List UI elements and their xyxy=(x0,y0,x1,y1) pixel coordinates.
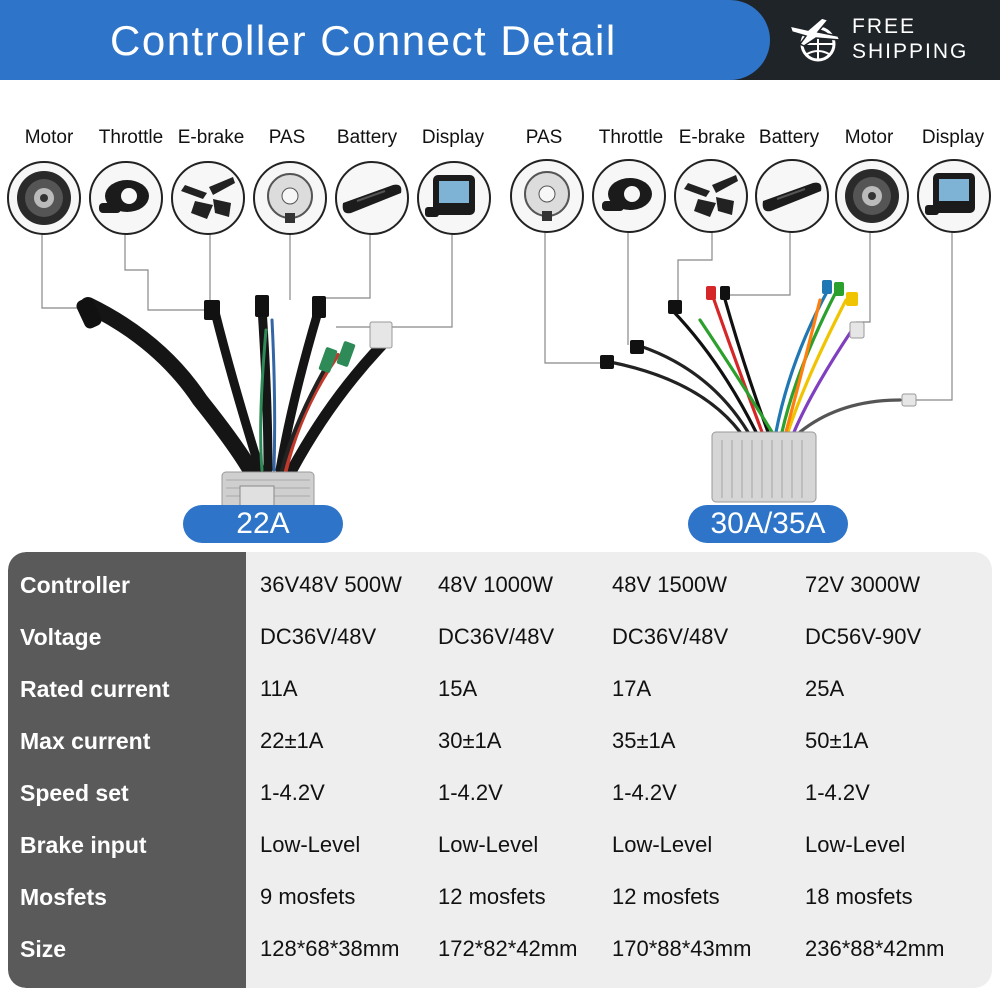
spec-cell: DC36V/48V xyxy=(612,624,729,649)
free-shipping-label: FREE SHIPPING xyxy=(852,14,992,64)
spec-cell: 1-4.2V xyxy=(612,780,677,805)
spec-cell: 30±1A xyxy=(438,728,502,753)
battery-image-right xyxy=(755,159,829,233)
ebrake-image xyxy=(171,161,245,235)
spec-cell: Low-Level xyxy=(260,832,361,857)
battery-icon xyxy=(762,182,822,212)
battery-icon xyxy=(342,184,402,214)
brake-lever-icon xyxy=(181,177,235,219)
spec-cell: 1-4.2V xyxy=(260,780,325,805)
spec-cell: Low-Level xyxy=(612,832,713,857)
badge-22a: 22A xyxy=(183,505,343,543)
motor-icon xyxy=(17,171,71,225)
spec-cell: 9 mosfets xyxy=(260,884,356,909)
label-ebrake-right: E-brake xyxy=(678,127,746,148)
spec-cell: 12 mosfets xyxy=(438,884,546,909)
label-battery: Battery xyxy=(336,127,398,148)
motor-image-right xyxy=(835,159,909,233)
pas-image-right xyxy=(510,159,584,233)
spec-row-label: Mosfets xyxy=(20,884,107,910)
label-motor-right: Motor xyxy=(844,127,894,148)
lcd-display-icon xyxy=(425,175,475,217)
header-title-banner xyxy=(0,0,770,80)
spec-row-label: Controller xyxy=(20,572,130,598)
spec-cell: 12 mosfets xyxy=(612,884,720,909)
spec-cell: 1-4.2V xyxy=(438,780,503,805)
motor-image xyxy=(7,161,81,235)
label-battery-right: Battery xyxy=(758,127,820,148)
spec-cell: DC56V-90V xyxy=(805,624,922,649)
spec-cell: 35±1A xyxy=(612,728,676,753)
spec-cell: DC36V/48V xyxy=(438,624,555,649)
spec-row-label: Brake input xyxy=(20,832,147,858)
label-display-right: Display xyxy=(921,127,985,148)
spec-cell: 128*68*38mm xyxy=(260,936,400,961)
spec-row-label: Rated current xyxy=(20,676,170,702)
spec-cell: 48V 1000W xyxy=(438,572,553,597)
label-motor: Motor xyxy=(24,127,74,148)
display-image-right xyxy=(917,159,991,233)
spec-row-label: Voltage xyxy=(20,624,102,650)
label-ebrake: E-brake xyxy=(177,127,245,148)
spec-row-label: Speed set xyxy=(20,780,129,806)
spec-row-label: Max current xyxy=(20,728,151,754)
spec-cell: 172*82*42mm xyxy=(438,936,578,961)
badge-30a-35a: 30A/35A xyxy=(688,505,848,543)
throttle-icon xyxy=(99,180,149,213)
spec-cell: 236*88*42mm xyxy=(805,936,945,961)
throttle-icon xyxy=(602,178,652,211)
spec-cell: 18 mosfets xyxy=(805,884,913,909)
airplane-globe-icon xyxy=(788,17,842,62)
spec-table-header-column xyxy=(8,552,246,988)
label-pas-right: PAS xyxy=(525,127,563,148)
page-title: Controller Connect Detail xyxy=(110,17,617,64)
spec-cell: 50±1A xyxy=(805,728,869,753)
pas-sensor-icon xyxy=(267,173,313,223)
battery-image xyxy=(335,161,409,235)
shipping-line-1: FREE xyxy=(852,15,917,38)
spec-cell: DC36V/48V xyxy=(260,624,377,649)
spec-cell: 36V48V 500W xyxy=(260,572,402,597)
spec-cell: 72V 3000W xyxy=(805,572,920,597)
lcd-display-icon xyxy=(925,173,975,215)
label-throttle-right: Throttle xyxy=(598,127,664,148)
label-throttle: Throttle xyxy=(98,127,164,148)
ebrake-image-right xyxy=(674,159,748,233)
spec-row-label: Size xyxy=(20,936,67,962)
spec-cell: Low-Level xyxy=(438,832,539,857)
display-image xyxy=(417,161,491,235)
pas-sensor-icon xyxy=(524,171,570,221)
spec-cell: 15A xyxy=(438,676,478,701)
throttle-image-right xyxy=(592,159,666,233)
spec-cell: 25A xyxy=(805,676,845,701)
spec-cell: Low-Level xyxy=(805,832,906,857)
label-pas: PAS xyxy=(268,127,306,148)
spec-cell: 17A xyxy=(612,676,652,701)
spec-cell: 11A xyxy=(260,676,298,701)
shipping-line-2: SHIPPING xyxy=(852,40,969,63)
spec-cell: 1-4.2V xyxy=(805,780,870,805)
brake-lever-icon xyxy=(684,175,738,217)
pas-image xyxy=(253,161,327,235)
throttle-image xyxy=(89,161,163,235)
spec-cell: 48V 1500W xyxy=(612,572,727,597)
label-display: Display xyxy=(421,127,485,148)
spec-cell: 170*88*43mm xyxy=(612,936,752,961)
wiring-diagram xyxy=(41,230,953,513)
spec-table: Controller 36V48V 500W 48V 1000W 48V 1500W 7… xyxy=(8,552,992,988)
motor-icon xyxy=(845,169,899,223)
spec-cell: 22±1A xyxy=(260,728,324,753)
